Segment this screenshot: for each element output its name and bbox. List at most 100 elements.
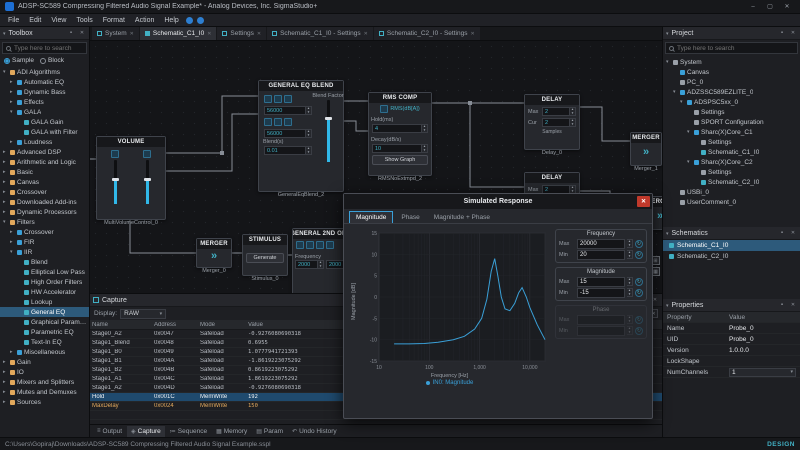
project-tree-item[interactable]: PC_0 <box>663 77 800 87</box>
radio-sample[interactable]: Sample <box>4 57 34 64</box>
property-row[interactable]: NumChannels 1 <box>663 367 800 378</box>
filter-type-icon[interactable] <box>306 241 314 249</box>
toolbox-tree-item[interactable]: ▸ Automatic EQ <box>10 78 65 86</box>
window-button[interactable]: – <box>751 3 755 10</box>
toolbox-tree-item[interactable]: Graphical Parametric EQ <box>0 317 89 327</box>
toolbox-tree-item[interactable]: High Order Filters <box>0 277 89 287</box>
window-button[interactable]: ✕ <box>784 4 790 10</box>
blend-factor-slider[interactable] <box>323 100 333 162</box>
panel-tab[interactable]: ↶ Undo History <box>292 427 337 435</box>
toolbox-tree-item[interactable]: Parametric EQ <box>0 327 89 337</box>
filter-type-icon[interactable] <box>316 241 324 249</box>
menu-item[interactable]: Action <box>134 16 155 24</box>
toolbox-tree-item[interactable]: ▸ Advanced DSP <box>3 148 62 156</box>
generate-button[interactable]: Generate <box>246 253 284 263</box>
toolbox-tree-item[interactable]: ▸ Sources <box>3 398 41 406</box>
mute-icon[interactable] <box>143 150 151 158</box>
mute-icon[interactable] <box>111 150 119 158</box>
pin-icon[interactable] <box>67 29 75 37</box>
display-dropdown[interactable]: RAW <box>120 308 167 319</box>
hold-input[interactable]: 4 <box>372 124 422 133</box>
pin-icon[interactable] <box>778 29 786 37</box>
close-icon[interactable] <box>78 29 86 37</box>
toolbox-tree-item[interactable]: HW Accelerator <box>0 287 89 297</box>
eq-preset-icon[interactable] <box>284 118 292 126</box>
dialog-tab[interactable]: Phase <box>401 213 420 221</box>
filter-type-icon[interactable] <box>296 241 304 249</box>
block-merger-left[interactable]: MERGER » Merger_0 <box>196 238 232 274</box>
toolbox-tree-item[interactable]: ▸ Gain <box>3 358 31 366</box>
min-input[interactable] <box>577 325 625 336</box>
toolbox-tree-item[interactable]: Lookup <box>0 297 89 307</box>
radio-block[interactable]: Block <box>40 57 64 64</box>
target-frequency-input[interactable]: 56000 <box>264 129 306 138</box>
eq-preset-icon[interactable] <box>274 95 282 103</box>
stepper-arrows[interactable] <box>627 250 633 259</box>
toolbox-tree-item[interactable]: ▸ Downloaded Add-ins <box>3 198 77 206</box>
panel-tab[interactable]: ◈ Capture <box>127 425 165 437</box>
dialog-tab[interactable]: Magnitude + Phase <box>433 213 490 221</box>
reset-icon[interactable] <box>635 277 643 286</box>
project-tree-item[interactable]: Settings <box>663 137 800 147</box>
block-delay-1[interactable]: DELAY Max 2 Cur 2 Samples Delay_0 <box>524 94 580 156</box>
project-tree-item[interactable]: Schematic_C1_I0 <box>663 147 800 157</box>
toolbox-tree-item[interactable]: ▸ IO <box>3 368 24 376</box>
project-tree-item[interactable]: USBi_0 <box>663 187 800 197</box>
stepper-arrows[interactable] <box>570 107 576 116</box>
project-tree-item[interactable]: SPORT Configuration <box>663 117 800 127</box>
toolbox-tree-item[interactable]: ▸ Effects <box>10 98 44 106</box>
toolbox-tree-item[interactable]: ▸ Miscellaneous <box>10 348 66 356</box>
column-header[interactable]: Address <box>154 321 177 328</box>
close-icon[interactable] <box>789 301 797 309</box>
stepper-arrows[interactable] <box>570 118 576 127</box>
chart-legend[interactable]: IN0: Magnitude <box>425 380 473 386</box>
block-merger-right[interactable]: MERGER » Merger_1 <box>630 132 662 172</box>
toolbox-tree-item[interactable]: ▸ Mutes and Demuxes <box>3 388 77 396</box>
stepper-arrows[interactable] <box>306 146 312 155</box>
schematic-item[interactable]: Schematic_C1_I0 <box>663 240 800 251</box>
panel-tab[interactable]: ≡ Output <box>97 427 123 435</box>
collapse-icon[interactable] <box>666 302 669 309</box>
max-input[interactable] <box>577 314 625 325</box>
eq-preset-icon[interactable] <box>264 118 272 126</box>
block-volume[interactable]: VOLUME <box>96 136 166 226</box>
toolbox-search-input[interactable] <box>14 44 83 52</box>
stepper-arrows[interactable] <box>306 106 312 115</box>
collapse-icon[interactable] <box>666 30 669 37</box>
close-tab-icon[interactable] <box>364 30 368 37</box>
value-column-header[interactable]: Value <box>729 313 746 321</box>
eq-preset-icon[interactable] <box>274 118 282 126</box>
schematic-canvas[interactable]: VOLUME <box>90 41 662 293</box>
close-tab-icon[interactable] <box>470 30 474 37</box>
blend-time-input[interactable]: 0.01 <box>264 146 306 155</box>
toolbox-tree-item[interactable]: ▸ Crossover <box>3 188 47 196</box>
min-input[interactable]: -15 <box>577 287 625 298</box>
toolbox-tree-item[interactable]: ▸ Crossover <box>10 228 54 236</box>
frequency-input[interactable]: 2000 <box>295 260 318 269</box>
close-icon[interactable] <box>789 29 797 37</box>
stepper-arrows[interactable] <box>627 277 633 286</box>
project-tree-item[interactable]: Schematic_C2_I0 <box>663 177 800 187</box>
volume-slider[interactable] <box>142 160 152 204</box>
collapse-icon[interactable] <box>666 230 669 237</box>
pin-icon[interactable] <box>778 229 786 237</box>
toolbox-tree-item[interactable]: ▾ IIR <box>10 248 33 256</box>
toolbox-search[interactable] <box>2 42 87 54</box>
reset-icon[interactable] <box>635 288 643 297</box>
document-tab[interactable]: Schematic_C2_I0 - Settings <box>373 27 480 40</box>
toolbox-tree-item[interactable]: Text-In EQ <box>0 337 89 347</box>
stepper-arrows[interactable] <box>318 260 324 269</box>
block-general-eq-blend[interactable]: GENERAL EQ BLEND 56000 <box>258 80 344 198</box>
toolbox-tree-item[interactable]: ▾ ADI Algorithms <box>3 68 60 76</box>
toolbox-tree-item[interactable]: ▸ FIR <box>10 238 35 246</box>
project-tree-item[interactable]: ▾ Sharc(X)Core_C1 <box>687 128 753 136</box>
block-rms-comp[interactable]: RMS COMP RMS(dB[A]) Hold(ms) 4 Decay(dB/… <box>368 92 432 182</box>
collapse-icon[interactable] <box>3 30 6 37</box>
eq-preset-icon[interactable] <box>264 95 272 103</box>
toolbox-tree-item[interactable]: Blend <box>0 257 89 267</box>
show-graph-button[interactable]: Show Graph <box>372 155 428 165</box>
menubar-icon[interactable] <box>185 16 193 24</box>
panel-tab[interactable]: ▦ Memory <box>216 427 248 435</box>
reset-icon[interactable] <box>635 239 643 248</box>
close-tab-icon[interactable] <box>257 30 261 37</box>
